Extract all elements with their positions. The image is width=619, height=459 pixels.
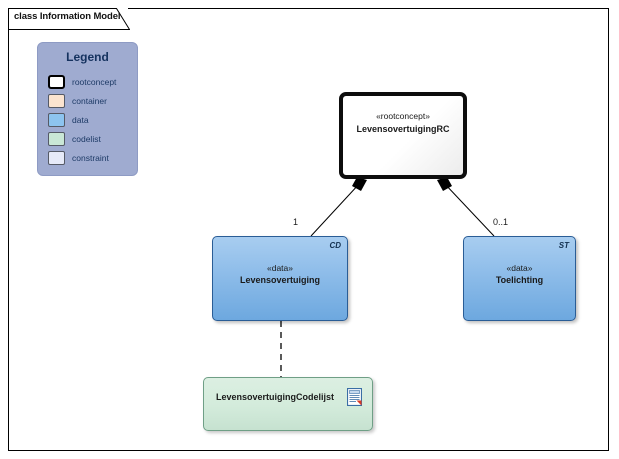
frame-tab-shape <box>8 8 130 30</box>
class-name-root: LevensovertuigingRC <box>356 124 450 134</box>
class-stereotype-left: «data» <box>267 263 293 273</box>
class-name-left: Levensovertuiging <box>239 275 320 285</box>
legend-swatch-container <box>48 93 65 108</box>
class-corner-tag-left: CD <box>329 241 341 250</box>
legend-label-codelist: codelist <box>72 133 101 144</box>
class-name-codelist: LevensovertuigingCodelijst <box>215 392 335 402</box>
class-corner-tag-right: ST <box>558 241 569 250</box>
diagram-title: class Information Model <box>14 11 121 22</box>
legend-label-constraint: constraint <box>72 152 109 163</box>
legend-item-data: data <box>48 111 116 128</box>
legend-swatch-rootconcept <box>48 74 65 89</box>
legend-item-rootconcept: rootconcept <box>48 73 116 90</box>
class-box-levensovertuigingcodelijst[interactable]: LevensovertuigingCodelijst <box>203 377 373 431</box>
class-box-toelichting[interactable]: ST «data» Toelichting <box>463 236 576 321</box>
class-box-levensovertuigingrc[interactable]: «rootconcept» LevensovertuigingRC <box>339 92 467 179</box>
legend-items: rootconcept container data codelist cons… <box>48 73 116 168</box>
class-stereotype-right: «data» <box>506 263 533 273</box>
legend-item-container: container <box>48 92 116 109</box>
diagram-frame-tab: class Information Model <box>8 8 130 30</box>
legend-label-container: container <box>72 95 107 106</box>
legend-swatch-codelist <box>48 131 65 146</box>
legend-title: Legend <box>66 50 109 64</box>
class-box-levensovertuiging[interactable]: CD «data» Levensovertuiging <box>212 236 348 321</box>
class-name-right: Toelichting <box>495 275 544 285</box>
multiplicity-root-to-right: 0..1 <box>493 217 509 227</box>
legend-item-constraint: constraint <box>48 149 116 166</box>
legend-swatch-constraint <box>48 150 65 165</box>
legend-item-codelist: codelist <box>48 130 116 147</box>
legend-swatch-data <box>48 112 65 127</box>
note-document-icon <box>347 388 362 406</box>
legend-label-rootconcept: rootconcept <box>72 76 117 87</box>
class-stereotype-root: «rootconcept» <box>376 111 430 121</box>
legend-panel: Legend rootconcept container data codeli… <box>37 42 138 176</box>
multiplicity-root-to-left: 1 <box>293 217 299 227</box>
legend-label-data: data <box>72 114 89 125</box>
